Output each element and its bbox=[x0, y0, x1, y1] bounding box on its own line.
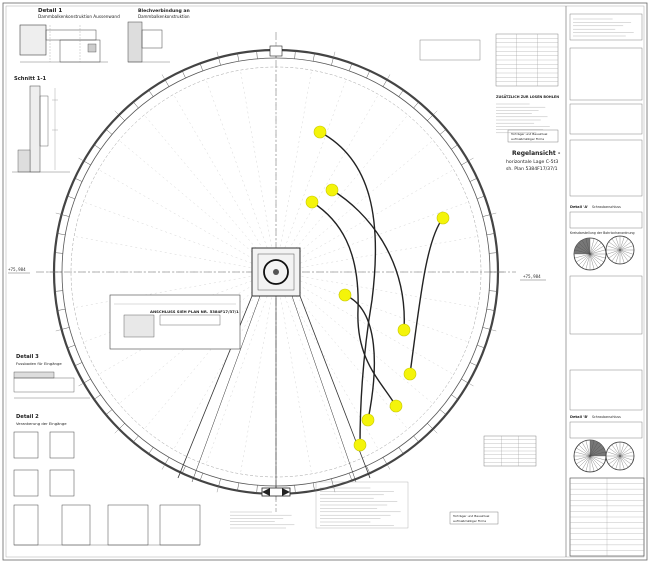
annotation-dot-10[interactable] bbox=[353, 438, 367, 452]
tortrager-top-label-2: aufmaßmäßiger Firma bbox=[511, 137, 544, 141]
annotation-curve-2 bbox=[331, 189, 405, 331]
tortrager-bottom-label-2: aufmaßmäßiger Firma bbox=[453, 519, 486, 523]
schnitt-title: Schnitt 1-1 bbox=[14, 76, 47, 82]
bolt-a-label: Schraubanschluss bbox=[592, 205, 621, 209]
detail-2-title: Detail 2 bbox=[16, 414, 39, 420]
annotation-dot-6[interactable] bbox=[397, 323, 411, 337]
annotation-dot-7[interactable] bbox=[403, 367, 417, 381]
regelansicht-title: Regelansicht - bbox=[512, 150, 561, 157]
detail-3-subtitle: Fussboden für Eingänge bbox=[16, 361, 62, 366]
detail-1-group: Detail 1 Dammbalkenkonstruktion Aussenwa… bbox=[19, 8, 120, 63]
detail-3-title: Detail 3 bbox=[16, 354, 39, 360]
annotation-dot-1[interactable] bbox=[313, 125, 327, 139]
elevation-left: +75,984 bbox=[8, 267, 26, 272]
regelansicht-subtitle: horizontale Lage C-5t3 bbox=[506, 159, 558, 165]
annotation-dot-5[interactable] bbox=[338, 288, 352, 302]
table-2 bbox=[569, 103, 643, 135]
table-1 bbox=[569, 47, 643, 101]
annotation-curve-5 bbox=[344, 294, 376, 421]
circular-plan: +75,984 +75,984 ANSCHLUSS SIEH PLAN NR. … bbox=[8, 32, 561, 529]
annotation-dot-8[interactable] bbox=[389, 399, 403, 413]
annotation-overlay bbox=[305, 125, 450, 452]
annotation-dot-2[interactable] bbox=[325, 183, 339, 197]
annotation-dot-9[interactable] bbox=[361, 413, 375, 427]
annotation-curve-4 bbox=[409, 217, 444, 375]
annotation-curve-1 bbox=[319, 131, 377, 446]
right-panel: Detail 'A' Schraubanschluss Kreisdarstel… bbox=[565, 6, 645, 557]
annotation-dot-3[interactable] bbox=[305, 195, 319, 209]
blech-title: Blechverbindung an bbox=[138, 8, 190, 14]
detail-2-subtitle: Verankerung der Eingänge bbox=[16, 421, 67, 426]
elevation-right: +75,984 bbox=[523, 274, 541, 279]
annotation-dot-4[interactable] bbox=[436, 211, 450, 225]
header-note bbox=[569, 13, 643, 41]
annotation-curve-3 bbox=[311, 201, 397, 407]
detail-1-title: Detail 1 bbox=[38, 8, 62, 14]
blech-subtitle: Dammbalkenkonstruktion bbox=[138, 14, 190, 19]
detail-1-subtitle: Dammbalkenkonstruktion Aussenwand bbox=[38, 14, 120, 19]
note-lines-a bbox=[496, 103, 550, 133]
regelansicht-ref: sh. Plan 5384F17/37/1 bbox=[506, 166, 558, 172]
table-3 bbox=[569, 139, 643, 197]
detail-a-title: Detail 'A' bbox=[570, 205, 588, 209]
bolt-b-label: Schraubanschluss bbox=[592, 415, 621, 419]
table-4 bbox=[569, 275, 643, 335]
central-ring bbox=[263, 259, 289, 285]
table-5 bbox=[569, 369, 643, 411]
detail-b-title: Detail 'B' bbox=[570, 415, 588, 419]
ring-segments bbox=[48, 44, 504, 500]
detail-3-group: Detail 3 Fussboden für Eingänge bbox=[13, 354, 90, 399]
tortrager-top-label: Torträger und Bauaktuel bbox=[510, 132, 548, 136]
zusatz-heading: ZUSÄTZLICH ZUR LOSEN BOHLEN bbox=[496, 94, 559, 99]
detail-2-group: Detail 2 Verankerung der Eingänge bbox=[13, 414, 201, 546]
tortrager-bottom-label: Torträger und Bauaktuel bbox=[452, 514, 490, 518]
section-1-1-group: Schnitt 1-1 bbox=[12, 76, 70, 173]
blech-detail-group: Blechverbindung an Dammbalkenkonstruktio… bbox=[127, 8, 190, 63]
bolt-schedule-label: Kreisdarstellung der Bohrlochanordnung bbox=[570, 231, 635, 235]
anschluss-label: ANSCHLUSS SIEH PLAN NR. 5384F17/37/1 bbox=[150, 309, 239, 314]
sheet-inner-border bbox=[5, 5, 645, 558]
